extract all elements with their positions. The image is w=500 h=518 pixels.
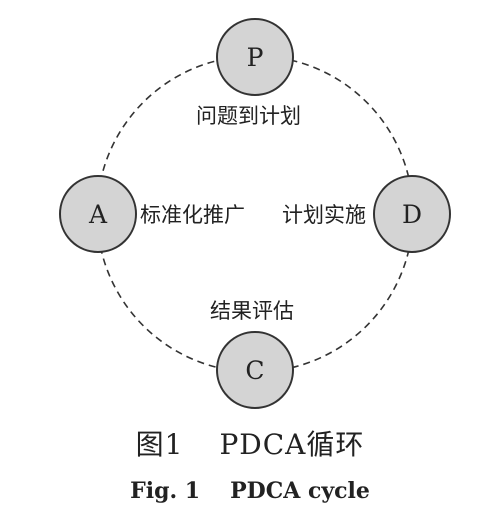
- node-c-label: C: [245, 356, 264, 385]
- figure-caption-english: Fig. 1 PDCA cycle: [0, 478, 500, 504]
- node-d: D: [373, 175, 451, 253]
- figure-number-cn: 图1: [135, 428, 184, 461]
- node-p-label: P: [247, 43, 264, 72]
- figure-number-en: Fig. 1: [130, 478, 201, 504]
- node-a-label: A: [88, 200, 108, 229]
- figure-title-cn: PDCA循环: [219, 428, 365, 461]
- node-p: P: [216, 18, 294, 96]
- node-c: C: [216, 331, 294, 409]
- edge-label-result-evaluation: 结果评估: [210, 299, 294, 323]
- node-d-label: D: [402, 200, 422, 229]
- edge-label-plan-implementation: 计划实施: [282, 203, 366, 227]
- node-a: A: [59, 175, 137, 253]
- edge-label-problem-to-plan: 问题到计划: [196, 104, 301, 128]
- pdca-cycle-diagram: P D C A: [59, 18, 451, 409]
- figure-caption-chinese: 图1 PDCA循环: [0, 423, 500, 463]
- edge-label-standardize-promote: 标准化推广: [140, 203, 245, 227]
- figure-title-en: PDCA cycle: [230, 478, 370, 504]
